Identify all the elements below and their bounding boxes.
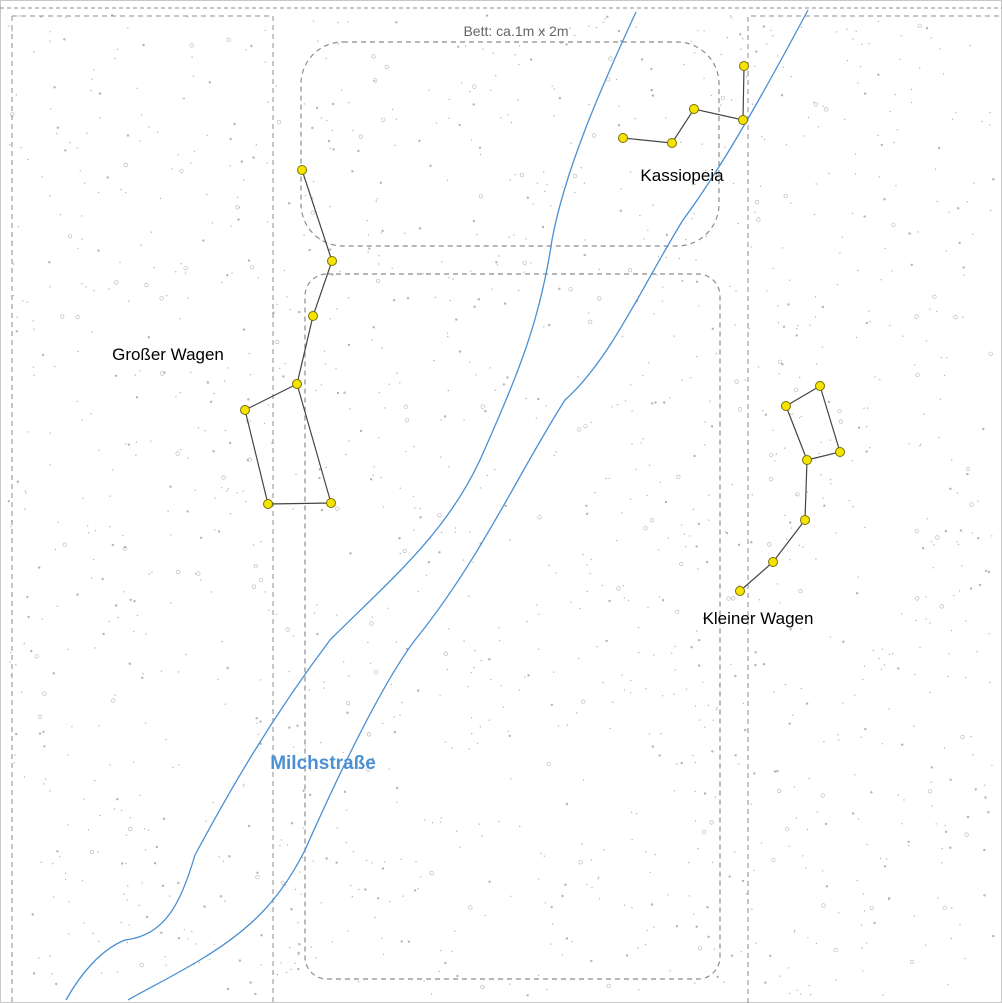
star: [815, 381, 825, 391]
star: [835, 447, 845, 457]
star: [263, 499, 273, 509]
milky-way-right-edge: [127, 9, 809, 1001]
star: [618, 133, 628, 143]
star: [326, 498, 336, 508]
grosser-wagen-line: [244, 169, 333, 505]
star: [802, 455, 812, 465]
kassiopeia-stars: [618, 61, 749, 148]
star: [738, 115, 748, 125]
milky-way-label: Milchstraße: [270, 753, 376, 774]
star: [240, 405, 250, 415]
milky-way-left-edge: [65, 11, 637, 1001]
kleiner-wagen-label: Kleiner Wagen: [703, 609, 814, 628]
kleiner-wagen-line: [739, 385, 841, 592]
grosser-wagen-lines: [244, 169, 333, 505]
left-guide: [12, 15, 274, 1003]
milky-way-band: [65, 9, 809, 1001]
constellation-grosser-wagen: Großer Wagen: [112, 165, 337, 509]
right-guide: [747, 15, 1002, 1003]
constellation-kleiner-wagen: Kleiner Wagen: [703, 381, 845, 628]
bed-outline: [300, 41, 721, 980]
background-stars: [7, 14, 995, 997]
kleiner-wagen-stars: [735, 381, 845, 596]
bed-body-area: [304, 273, 721, 980]
star: [768, 557, 778, 567]
kleiner-wagen-lines: [739, 385, 841, 592]
constellation-kassiopeia: Kassiopeia: [618, 61, 749, 185]
star: [308, 311, 318, 321]
star: [735, 586, 745, 596]
star: [781, 401, 791, 411]
star: [800, 515, 810, 525]
room-guides: [11, 15, 1002, 1003]
grosser-wagen-label: Großer Wagen: [112, 345, 224, 364]
star: [739, 61, 749, 71]
star: [689, 104, 699, 114]
grosser-wagen-stars: [240, 165, 337, 509]
star: [297, 165, 307, 175]
bed-head-area: [300, 41, 720, 247]
kassiopeia-label: Kassiopeia: [640, 166, 724, 185]
star: [327, 256, 337, 266]
bed-label: Bett: ca.1m x 2m: [463, 23, 568, 39]
star: [292, 379, 302, 389]
star: [667, 138, 677, 148]
